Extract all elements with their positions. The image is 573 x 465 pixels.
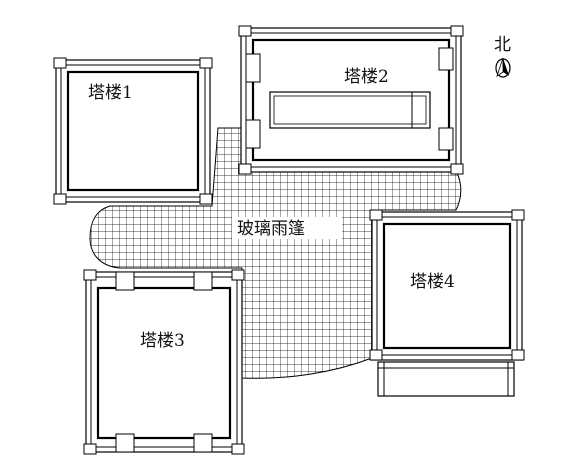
tower-2	[238, 25, 464, 175]
tower-4	[369, 209, 525, 397]
tower-2-label: 塔楼2	[344, 67, 389, 87]
north-arrow-icon	[495, 57, 511, 78]
tower-3	[83, 269, 245, 455]
tower-3-label: 塔楼3	[140, 331, 185, 351]
north-label: 北	[494, 35, 511, 55]
tower-4-label: 塔楼4	[410, 272, 455, 292]
tower-4-annex	[377, 361, 515, 397]
canopy-label: 玻璃雨篷	[237, 219, 305, 239]
tower-2-core	[269, 91, 431, 129]
tower-1-label: 塔楼1	[88, 83, 133, 103]
tower-1	[53, 57, 213, 205]
canopy-label-bg	[232, 217, 342, 239]
